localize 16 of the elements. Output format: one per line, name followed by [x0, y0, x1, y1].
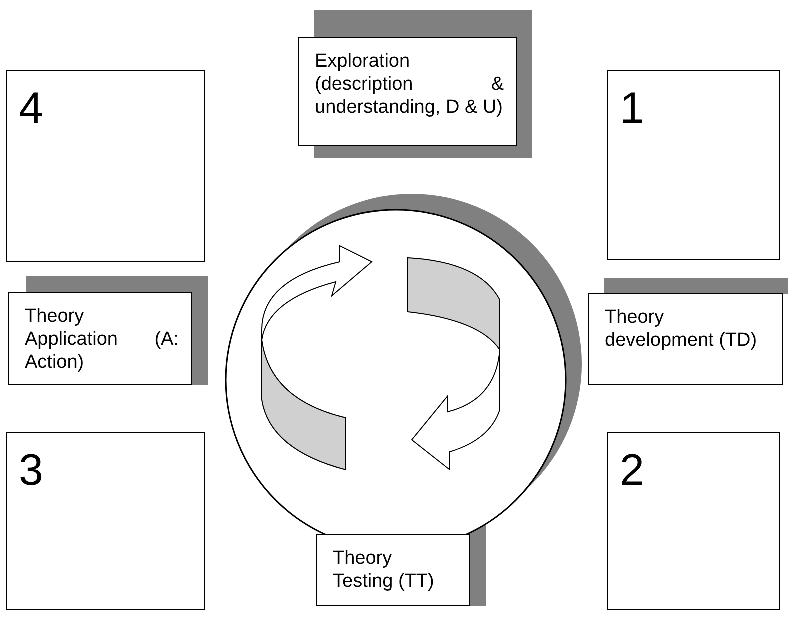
- number-box: [6, 70, 205, 262]
- number-box: [6, 432, 205, 610]
- stage-box: [298, 37, 517, 146]
- stage-box: [316, 534, 470, 606]
- stage-label: Theory Testing (TT): [333, 547, 436, 593]
- stage-number: 4: [19, 87, 44, 131]
- stage-box: [8, 292, 192, 385]
- stage-label: Theory Application (A: Action): [25, 305, 179, 374]
- stage-label: Exploration (description & understanding, D & U): [315, 50, 504, 119]
- stage-number: 2: [620, 449, 644, 493]
- number-box: [607, 432, 780, 610]
- number-box: [607, 70, 780, 260]
- stage-label: Theory development (TD): [605, 306, 758, 352]
- stage-number: 3: [19, 449, 44, 493]
- stage-number: 1: [620, 87, 644, 131]
- stage-box: [588, 293, 783, 385]
